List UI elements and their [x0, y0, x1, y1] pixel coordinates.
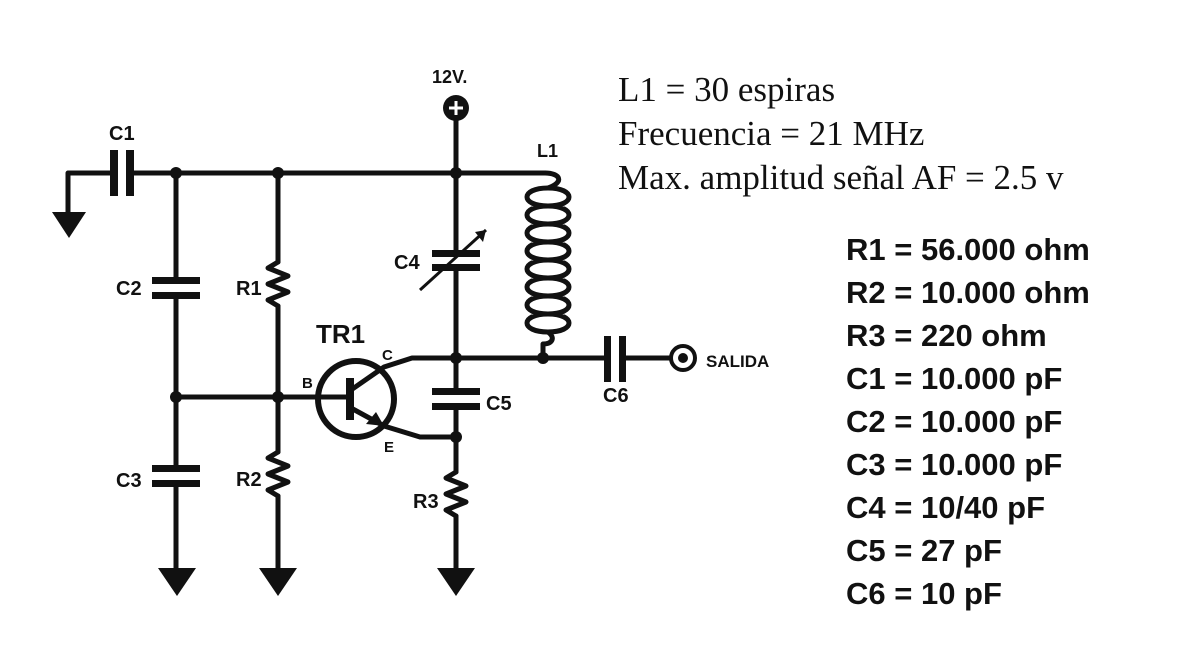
transistor-tr1: [315, 355, 459, 440]
specifications-block: L1 = 30 espiras Frecuencia = 21 MHz Max.…: [618, 68, 1064, 200]
value-line: C1 = 10.000 pF: [846, 361, 1063, 396]
c6-label: C6: [603, 385, 629, 407]
transistor-label: TR1: [316, 319, 365, 349]
value-line: C4 = 10/40 pF: [846, 490, 1046, 525]
inductor-l1: [524, 170, 572, 361]
c2-label: C2: [116, 278, 142, 300]
junction-dots: [170, 167, 549, 443]
spec-line: L1 = 30 espiras: [618, 70, 836, 109]
c5-label: C5: [486, 393, 512, 415]
resistor-r3: [443, 469, 469, 571]
capacitor-c2: [152, 170, 200, 468]
capacitor-c4-variable: [418, 170, 488, 361]
c1-label: C1: [109, 123, 135, 145]
output-terminal-icon: [669, 344, 697, 372]
r1-label: R1: [236, 278, 262, 300]
resistor-r2: [265, 449, 291, 571]
base-pin-label: B: [302, 375, 313, 392]
value-line: R2 = 10.000 ohm: [846, 275, 1090, 310]
supply-plus-icon: [443, 95, 469, 176]
l1-label: L1: [537, 141, 558, 161]
component-values-list: R1 = 56.000 ohm R2 = 10.000 ohm R3 = 220…: [846, 228, 1090, 615]
value-line: C2 = 10.000 pF: [846, 404, 1063, 439]
spec-line: Max. amplitud señal AF = 2.5 v: [618, 158, 1064, 197]
r3-label: R3: [413, 491, 439, 513]
value-line: R1 = 56.000 ohm: [846, 232, 1090, 267]
output-label: SALIDA: [706, 352, 769, 371]
capacitor-c6: [604, 336, 673, 382]
ground-icon: [437, 568, 475, 596]
ground-icon: [259, 568, 297, 596]
r2-label: R2: [236, 469, 262, 491]
resistor-r1: [265, 170, 291, 455]
emitter-pin-label: E: [384, 439, 394, 456]
ground-icon: [158, 568, 196, 596]
value-line: R3 = 220 ohm: [846, 318, 1047, 353]
supply-label: 12V.: [432, 67, 467, 87]
capacitor-c5: [432, 355, 480, 475]
c3-label: C3: [116, 470, 142, 492]
spec-line: Frecuencia = 21 MHz: [618, 114, 925, 153]
ground-icon: [52, 212, 86, 238]
capacitor-c1: [65, 150, 134, 216]
value-line: C3 = 10.000 pF: [846, 447, 1063, 482]
c4-label: C4: [394, 252, 420, 274]
capacitor-c3: [152, 465, 200, 571]
value-line: C5 = 27 pF: [846, 533, 1002, 568]
value-line: C6 = 10 pF: [846, 576, 1002, 611]
collector-pin-label: C: [382, 347, 393, 364]
